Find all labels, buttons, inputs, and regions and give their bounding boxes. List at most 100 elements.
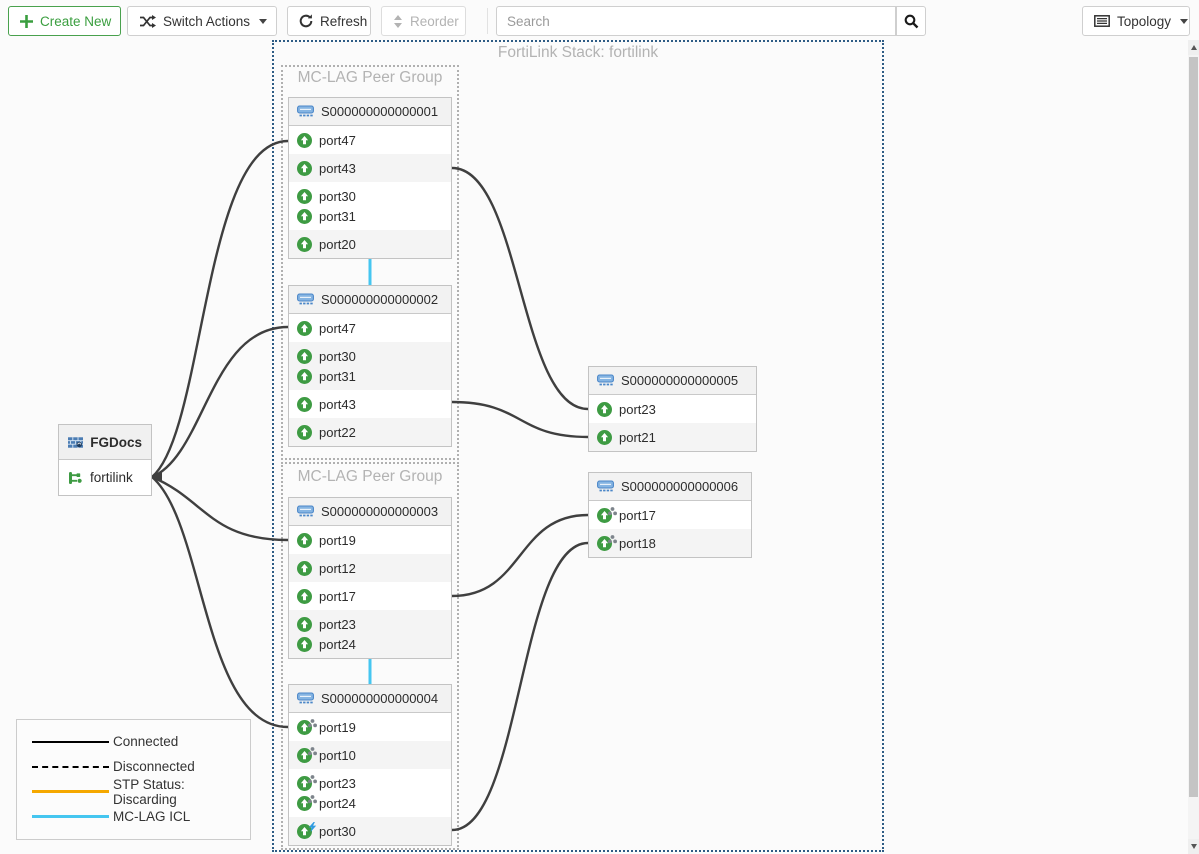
port-label: port17 [619, 508, 656, 523]
scroll-down-icon [1191, 844, 1197, 849]
legend-label: MC-LAG ICL [113, 809, 190, 824]
port-label: port19 [319, 533, 356, 548]
lag-badge-icon [308, 716, 317, 731]
port-label: port23 [319, 617, 356, 632]
port-row[interactable]: port10 [289, 741, 451, 769]
port-row[interactable]: port23 port24 [289, 769, 451, 817]
switch-header[interactable]: S000000000000004 [289, 685, 451, 713]
lag-badge-icon [608, 532, 617, 547]
switch-node-2[interactable]: S000000000000002 port47 port30 port31 po… [288, 285, 452, 447]
port-row[interactable]: port23 [589, 395, 756, 423]
port-row[interactable]: port17 [589, 501, 751, 529]
legend-label: Disconnected [113, 759, 195, 774]
switch-icon [297, 505, 314, 518]
port-row[interactable]: port43 [289, 154, 451, 182]
port-up-icon [297, 209, 312, 224]
port-row[interactable]: port19 [289, 713, 451, 741]
vertical-scrollbar[interactable] [1188, 40, 1199, 854]
switch-node-1[interactable]: S000000000000001 port47 port43 port30 po… [288, 97, 452, 259]
switch-node-4[interactable]: S000000000000004 port19 port10 port23 po… [288, 684, 452, 846]
port-label: port43 [319, 161, 356, 176]
port-row[interactable]: port18 [589, 529, 751, 557]
port-up-icon [597, 430, 612, 445]
port-row[interactable]: port19 [289, 526, 451, 554]
port-up-icon [297, 237, 312, 252]
fortigate-header[interactable]: FGDocs [59, 425, 151, 460]
switch-header[interactable]: S000000000000003 [289, 498, 451, 526]
switch-node-3[interactable]: S000000000000003 port19 port12 port17 po… [288, 497, 452, 659]
port-row[interactable]: port22 [289, 418, 451, 446]
topology-list-icon [1094, 15, 1110, 27]
legend-box: Connected Disconnected STP Status: Disca… [16, 719, 251, 840]
port-up-poe-icon [297, 824, 312, 839]
topology-view-button[interactable]: Topology [1082, 6, 1190, 36]
port-up-icon [297, 189, 312, 204]
scrollbar-thumb[interactable] [1189, 57, 1198, 797]
plus-icon [20, 15, 33, 28]
port-row[interactable]: port30 port31 [289, 342, 451, 390]
fortilink-arrowhead [151, 472, 162, 483]
port-row[interactable]: port43 [289, 390, 451, 418]
switch-actions-button[interactable]: Switch Actions [127, 6, 277, 36]
port-row[interactable]: port47 [289, 314, 451, 342]
port-row[interactable]: port21 [589, 423, 756, 451]
port-up-icon [297, 617, 312, 632]
reorder-button[interactable]: Reorder [381, 6, 466, 36]
fortigate-icon [68, 436, 83, 449]
port-up-icon [297, 533, 312, 548]
port-row[interactable]: port30 port31 [289, 182, 451, 230]
port-up-lag-icon [297, 748, 312, 763]
port-up-icon [297, 369, 312, 384]
search-icon [904, 14, 919, 29]
fortilink-interface-row[interactable]: fortilink [59, 460, 151, 495]
refresh-button[interactable]: Refresh [287, 6, 371, 36]
connection-fortilink-sw4-port19 [152, 477, 288, 727]
port-up-lag-icon [597, 508, 612, 523]
fortilink-stack-title: FortiLink Stack: fortilink [272, 44, 884, 62]
port-row[interactable]: port20 [289, 230, 451, 258]
create-new-button[interactable]: Create New [8, 6, 121, 36]
scroll-up-icon [1191, 45, 1197, 50]
port-label: port19 [319, 720, 356, 735]
port-up-icon [297, 637, 312, 652]
port-row[interactable]: port17 [289, 582, 451, 610]
switch-node-6[interactable]: S000000000000006 port17 port18 [588, 472, 752, 558]
port-label: port23 [619, 402, 656, 417]
sort-arrows-icon [393, 15, 403, 28]
scroll-up-button[interactable] [1188, 40, 1199, 55]
port-row[interactable]: port12 [289, 554, 451, 582]
switch-header[interactable]: S000000000000005 [589, 367, 756, 395]
port-label: port10 [319, 748, 356, 763]
port-row[interactable]: port30 [289, 817, 451, 845]
port-up-lag-icon [297, 796, 312, 811]
fortigate-node[interactable]: FGDocs fortilink [58, 424, 152, 496]
port-label: port23 [319, 776, 356, 791]
port-label: port12 [319, 561, 356, 576]
port-label: port30 [319, 189, 356, 204]
switch-header[interactable]: S000000000000002 [289, 286, 451, 314]
switch-icon [597, 480, 614, 493]
icl-line-swatch [32, 815, 109, 818]
search-button[interactable] [896, 6, 926, 36]
port-label: port30 [319, 824, 356, 839]
switch-header[interactable]: S000000000000006 [589, 473, 751, 501]
switch-icon [297, 105, 314, 118]
legend-item-mclag-icl: MC-LAG ICL [32, 804, 250, 829]
fortilink-icon [68, 471, 83, 485]
switch-name: S000000000000001 [321, 104, 438, 119]
port-up-icon [297, 425, 312, 440]
scroll-down-button[interactable] [1188, 839, 1199, 854]
mclag-group-2-title: MC-LAG Peer Group [281, 468, 459, 486]
switch-header[interactable]: S000000000000001 [289, 98, 451, 126]
port-label: port47 [319, 133, 356, 148]
port-up-icon [297, 589, 312, 604]
switch-node-5[interactable]: S000000000000005 port23 port21 [588, 366, 757, 452]
switch-name: S000000000000003 [321, 504, 438, 519]
search-input[interactable] [496, 6, 896, 36]
port-row[interactable]: port23 port24 [289, 610, 451, 658]
port-label: port31 [319, 209, 356, 224]
port-row[interactable]: port47 [289, 126, 451, 154]
port-label: port43 [319, 397, 356, 412]
fortilink-interface-label: fortilink [90, 470, 133, 485]
